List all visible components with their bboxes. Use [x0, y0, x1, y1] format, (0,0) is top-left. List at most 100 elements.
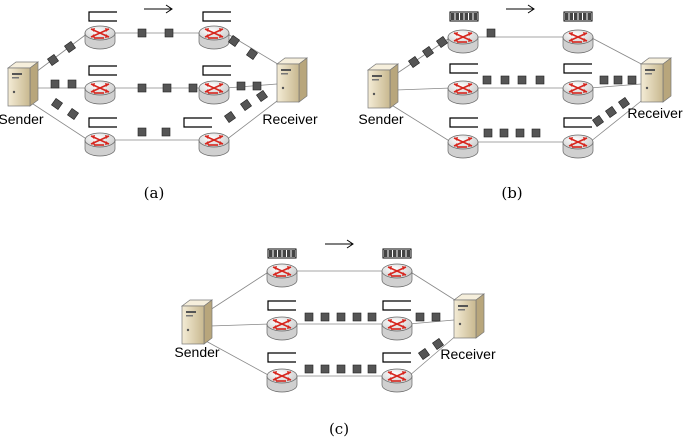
packet [418, 348, 430, 360]
router-icon [84, 25, 116, 50]
router-icon [198, 25, 230, 50]
router-icon [266, 368, 298, 393]
router-icon [198, 80, 230, 105]
packet [613, 75, 623, 85]
link-line [395, 87, 452, 91]
packet [228, 35, 240, 47]
packet [246, 48, 258, 60]
caption-b: (b) [501, 184, 522, 202]
packet [408, 56, 420, 68]
packet [137, 127, 147, 137]
receiver-label: Receiver [627, 105, 683, 121]
packet [367, 364, 377, 374]
packet [592, 115, 604, 127]
sender-label: Sender [0, 111, 44, 127]
queue-full-icon [382, 248, 412, 259]
packet [431, 312, 441, 322]
router-icon [447, 134, 479, 159]
packet [137, 83, 147, 93]
packet [605, 106, 617, 118]
router-icon [381, 316, 413, 341]
link-line [589, 83, 642, 89]
packet [236, 81, 246, 91]
receiver-label: Receiver [262, 111, 318, 127]
packet [627, 75, 637, 85]
packet [531, 128, 541, 138]
queue-empty-icon [267, 300, 296, 311]
link-line [389, 103, 452, 143]
packet [252, 81, 262, 91]
link-line [589, 97, 646, 143]
queue-empty-icon [183, 117, 212, 128]
queue-empty-icon [202, 65, 231, 76]
packet [67, 108, 79, 120]
packet [64, 41, 76, 53]
packet [50, 79, 60, 89]
link-line [209, 323, 271, 327]
sender-label: Sender [174, 344, 219, 360]
packet [618, 97, 630, 109]
link-line [408, 319, 455, 325]
queue-empty-icon [202, 11, 231, 22]
packet [500, 75, 510, 85]
caption-a: (a) [144, 184, 165, 202]
packet [164, 28, 174, 38]
queue-empty-icon [563, 117, 592, 128]
link-line [29, 101, 89, 141]
packet [517, 75, 527, 85]
packet [352, 364, 362, 374]
router-icon [447, 80, 479, 105]
server-icon [639, 57, 673, 103]
packet [336, 312, 346, 322]
server-icon [6, 61, 40, 107]
link-line [209, 270, 271, 311]
packet [599, 75, 609, 85]
router-icon [381, 263, 413, 288]
router-icon [266, 316, 298, 341]
packet [188, 83, 198, 93]
queue-full-icon [449, 11, 479, 22]
packet [161, 127, 171, 137]
packet [422, 46, 434, 58]
link-line [203, 339, 271, 377]
queue-empty-icon [267, 352, 296, 363]
sender-label: Sender [358, 111, 403, 127]
packet [415, 312, 425, 322]
packet [436, 36, 448, 48]
router-icon [447, 29, 479, 54]
panel-a: Sender Receiver [0, 4, 318, 157]
router-icon [84, 80, 116, 105]
server-icon [275, 57, 309, 103]
queue-empty-icon [382, 352, 411, 363]
packet [320, 312, 330, 322]
link-line [225, 97, 282, 141]
router-icon [266, 263, 298, 288]
queue-empty-icon [449, 117, 478, 128]
packet [47, 54, 59, 66]
packet [256, 90, 268, 102]
packet [304, 312, 314, 322]
panel-b: Sender Receiver [358, 4, 683, 159]
packet [336, 364, 346, 374]
packet [51, 98, 63, 110]
router-icon [562, 29, 594, 54]
packet [352, 312, 362, 322]
link-line [225, 83, 278, 89]
queue-empty-icon [563, 63, 592, 74]
packet [320, 364, 330, 374]
packet [482, 75, 492, 85]
queue-full-icon [563, 11, 593, 22]
flow-arrow-icon [144, 4, 173, 14]
queue-full-icon [267, 248, 297, 259]
queue-empty-icon [88, 117, 117, 128]
packet [304, 364, 314, 374]
link-line [408, 270, 459, 303]
link-line [589, 36, 646, 67]
packet [240, 99, 252, 111]
packet [367, 312, 377, 322]
packet [483, 128, 493, 138]
packet [499, 128, 509, 138]
caption-c: (c) [329, 420, 349, 437]
